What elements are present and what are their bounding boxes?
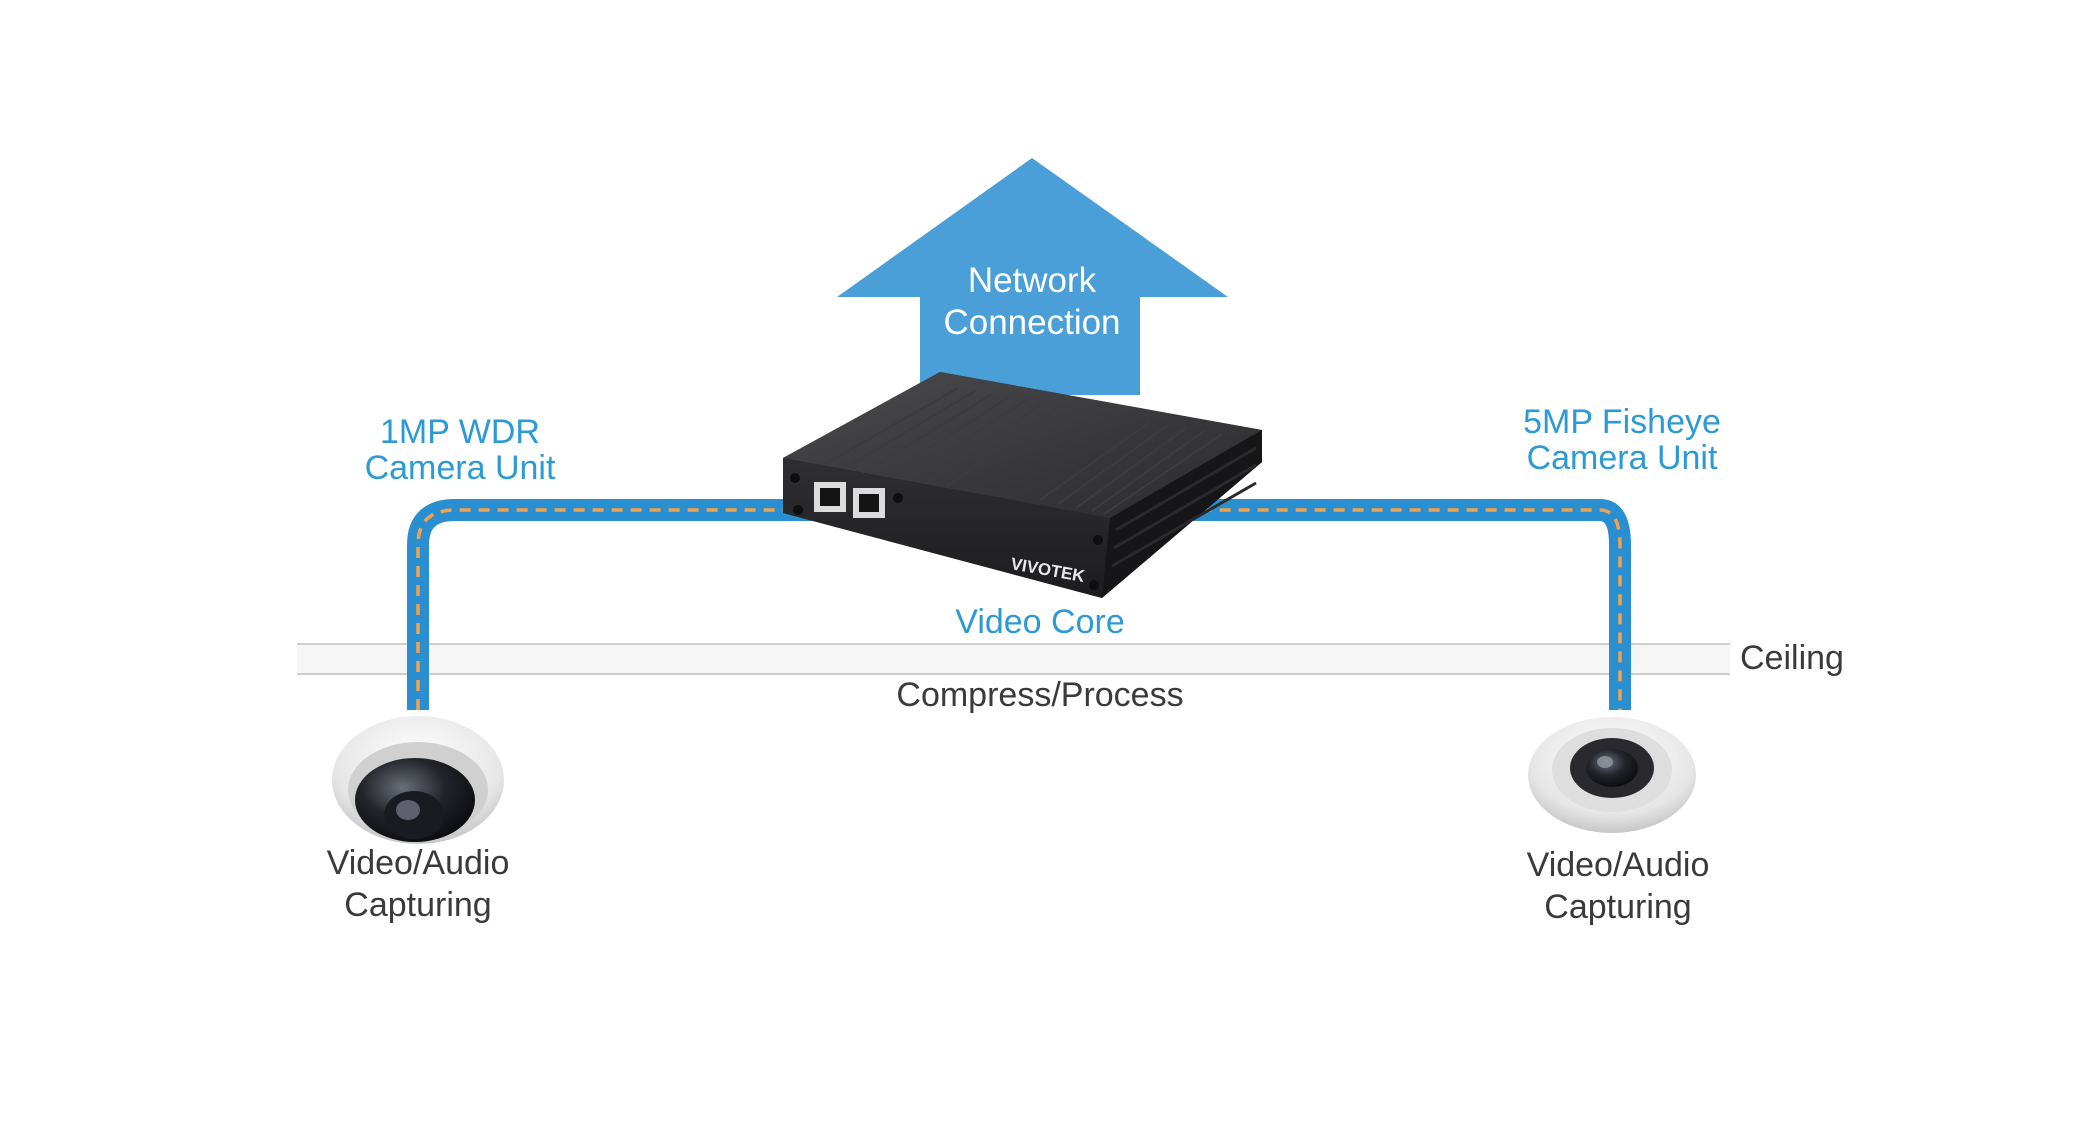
video-core-label: Video Core <box>955 603 1125 641</box>
ceiling-band <box>297 644 1730 674</box>
left-camera-title-line2: Camera Unit <box>364 449 556 487</box>
network-label-line2: Connection <box>943 303 1121 342</box>
right-camera-title: 5MP Fisheye Camera Unit <box>1502 404 1742 476</box>
left-caption-line2: Capturing <box>344 886 492 924</box>
left-camera-title-line1: 1MP WDR <box>380 413 540 451</box>
ceiling-label: Ceiling <box>1740 639 1844 677</box>
ceiling <box>297 643 1730 675</box>
network-connection-label: Network Connection <box>936 260 1128 344</box>
fisheye-camera-icon <box>1528 717 1696 833</box>
left-caption-line1: Video/Audio <box>326 844 510 882</box>
left-camera-title: 1MP WDR Camera Unit <box>340 414 580 486</box>
network-arrow-icon <box>837 158 1228 395</box>
compress-process-label: Compress/Process <box>896 676 1184 714</box>
right-caption-line2: Capturing <box>1544 888 1692 926</box>
cable-signal-dashes <box>416 508 1622 710</box>
dome-camera-icon <box>332 716 504 844</box>
network-label-line1: Network <box>967 261 1097 300</box>
cable <box>407 499 1631 710</box>
right-caption-line1: Video/Audio <box>1526 846 1710 884</box>
left-camera-caption: Video/Audio Capturing <box>298 842 538 926</box>
video-core-device-icon: VIVOTEK <box>783 372 1262 598</box>
right-camera-title-line2: Camera Unit <box>1526 439 1718 477</box>
right-camera-title-line1: 5MP Fisheye <box>1523 403 1721 441</box>
right-camera-caption: Video/Audio Capturing <box>1498 844 1738 928</box>
